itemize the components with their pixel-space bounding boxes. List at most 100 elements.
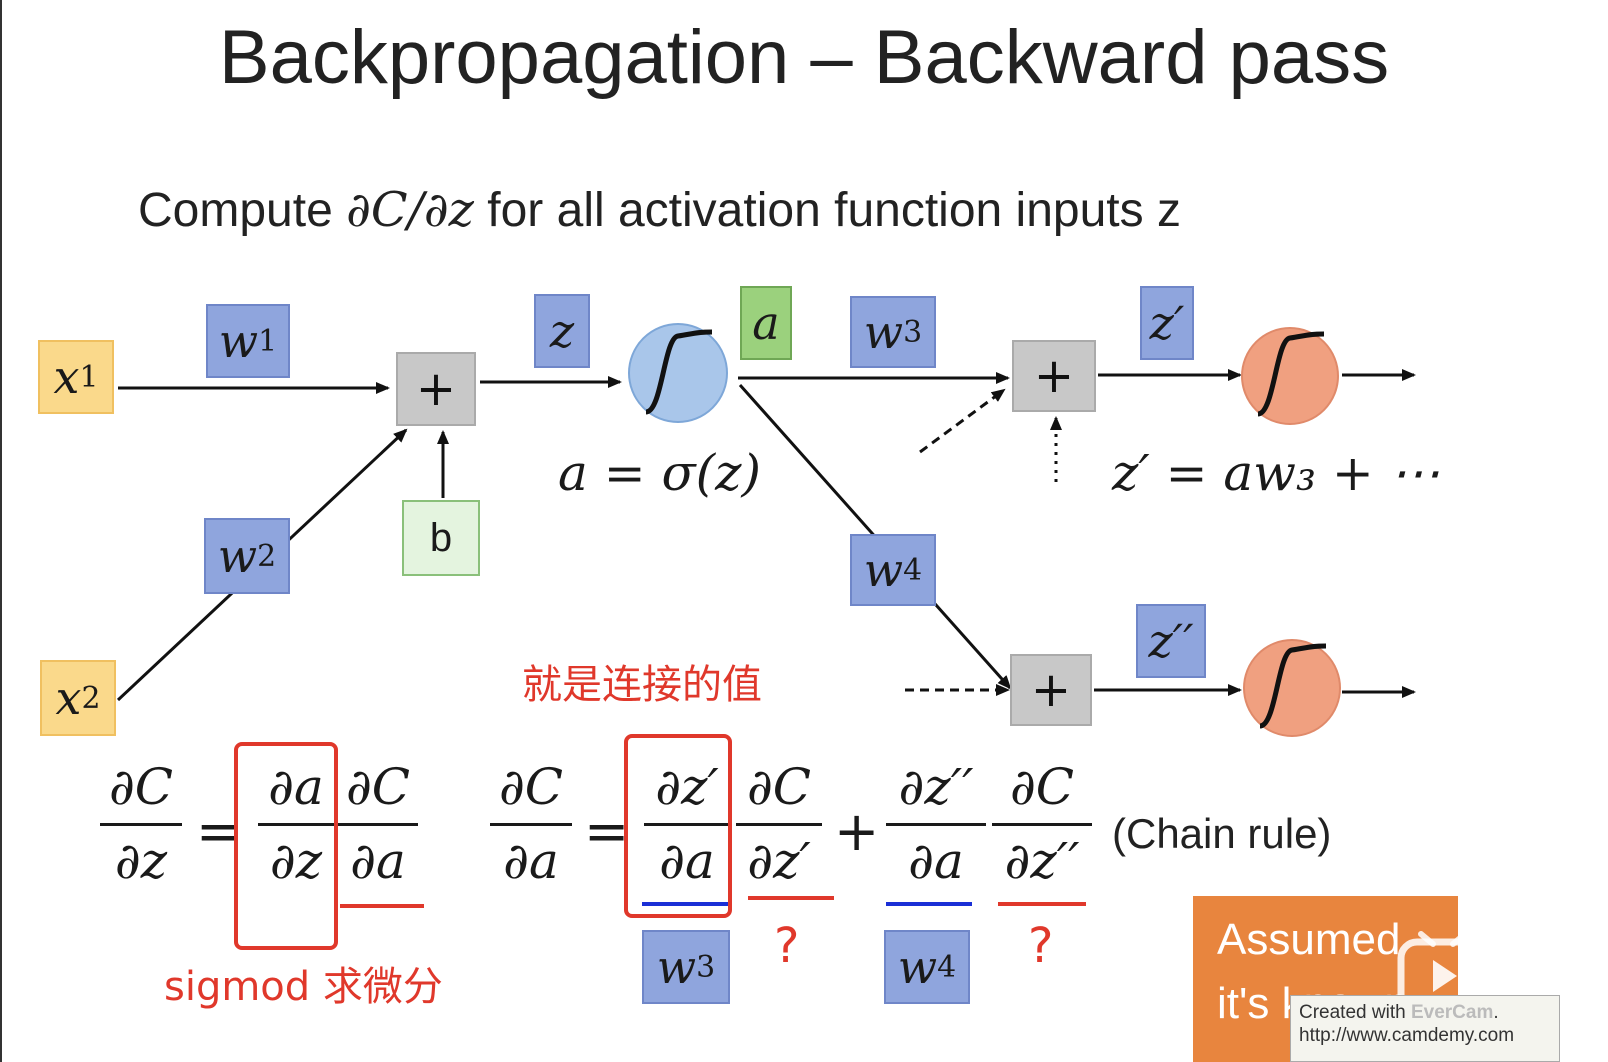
input-x2-base: x bbox=[55, 671, 82, 725]
sigmoid-neuron-1 bbox=[628, 323, 728, 423]
input-x1-sub: 1 bbox=[79, 359, 99, 395]
evercam-watermark: Created with EverCam. http://www.camdemy… bbox=[1290, 995, 1560, 1062]
sigmoid-curve-3 bbox=[1259, 643, 1327, 729]
weight-w3-base: w bbox=[863, 305, 904, 359]
weight-note: 就是连接的值 bbox=[522, 662, 762, 708]
annotation-w4-base: w bbox=[897, 940, 938, 994]
eq1-term2-num: ∂C bbox=[345, 758, 411, 816]
watermark-url: http://www.camdemy.com bbox=[1299, 1024, 1515, 1046]
label-a: a bbox=[740, 286, 792, 360]
sigmoid-curve-1 bbox=[645, 329, 713, 415]
weight-w1-base: w bbox=[218, 314, 259, 368]
label-z: z bbox=[534, 294, 590, 368]
sum-node-2: + bbox=[1012, 340, 1096, 412]
eq1-term2-bar bbox=[338, 823, 418, 826]
question-mark-2: ? bbox=[1028, 918, 1054, 974]
eq1-term1-den: ∂z bbox=[269, 832, 323, 890]
edge-dashed-plus2 bbox=[919, 388, 1006, 454]
eq2-term3: ∂z′′ ∂a bbox=[886, 760, 986, 889]
question-mark-1: ? bbox=[774, 918, 800, 974]
eq2-term4: ∂C ∂z′′ bbox=[992, 760, 1092, 889]
sum-node-3: + bbox=[1010, 654, 1092, 726]
underline-red-dz-dprime bbox=[998, 902, 1086, 906]
label-z-dprime: z′′ bbox=[1136, 604, 1206, 678]
eq1-lhs-den: ∂z bbox=[114, 832, 168, 890]
slide-edge bbox=[0, 0, 2, 1062]
eq2-lhs-num: ∂C bbox=[498, 758, 564, 816]
eq2-term1: ∂z′ ∂a bbox=[644, 760, 730, 889]
eq2-term2-num: ∂C bbox=[746, 758, 812, 816]
eq2-lhs: ∂C ∂a bbox=[490, 760, 572, 889]
annotation-w3-sub: 3 bbox=[696, 949, 716, 985]
eq2-term2-bar bbox=[736, 823, 822, 826]
sigmoid-neuron-2 bbox=[1241, 327, 1339, 425]
sigmoid-neuron-3 bbox=[1243, 639, 1341, 737]
weight-w1-sub: 1 bbox=[258, 323, 278, 359]
label-z-prime: z′ bbox=[1140, 286, 1194, 360]
eq1-term2: ∂C ∂a bbox=[338, 760, 418, 889]
subtitle-suffix: for all activation function inputs z bbox=[473, 184, 1181, 237]
eq1-term1: ∂a ∂z bbox=[258, 760, 334, 889]
bias-b: b bbox=[402, 500, 480, 576]
eq2-term1-den: ∂a bbox=[659, 832, 715, 890]
eq-a-sigma: a = σ(z) bbox=[558, 444, 761, 502]
eq1-term2-den: ∂a bbox=[350, 832, 406, 890]
sigmoid-note: sigmod 求微分 bbox=[164, 964, 443, 1010]
underline-dC-da bbox=[340, 904, 424, 908]
annotation-w3-base: w bbox=[656, 940, 697, 994]
subtitle-expr: ∂C/∂z bbox=[346, 182, 474, 238]
eq2-term3-den: ∂a bbox=[908, 832, 964, 890]
eq2-term2-den: ∂z′ bbox=[747, 832, 811, 890]
eq2-lhs-den: ∂a bbox=[503, 832, 559, 890]
underline-red-dz-prime bbox=[748, 896, 834, 900]
eq1-term1-num: ∂a bbox=[268, 758, 324, 816]
eq2-term3-bar bbox=[886, 823, 986, 826]
eq2-term4-num: ∂C bbox=[1009, 758, 1075, 816]
highlight-box-dz-da bbox=[624, 734, 732, 918]
input-x1-base: x bbox=[53, 350, 80, 404]
highlight-box-sigmoid-derivative bbox=[234, 742, 338, 950]
eq2-lhs-bar bbox=[490, 823, 572, 826]
eq2-term4-den: ∂z′′ bbox=[1004, 832, 1080, 890]
weight-w2-sub: 2 bbox=[257, 538, 277, 574]
underline-blue-w3 bbox=[642, 902, 728, 906]
eq1-lhs-num: ∂C bbox=[108, 758, 174, 816]
weight-w2-base: w bbox=[217, 529, 258, 583]
eq2-equals: = bbox=[584, 800, 630, 863]
eq1-term1-bar bbox=[258, 823, 334, 826]
eq2-term3-num: ∂z′′ bbox=[898, 758, 974, 816]
sum-node-1: + bbox=[396, 352, 476, 426]
eq2-plus: + bbox=[834, 800, 880, 863]
weight-w4-base: w bbox=[863, 543, 904, 597]
eq2-term1-num: ∂z′ bbox=[655, 758, 719, 816]
watermark-brand: EverCam bbox=[1410, 1002, 1494, 1023]
sigmoid-curve-2 bbox=[1257, 331, 1325, 417]
subtitle: Compute ∂C/∂z for all activation functio… bbox=[138, 182, 1181, 238]
eq1-lhs: ∂C ∂z bbox=[100, 760, 182, 889]
watermark-prefix: Created with bbox=[1299, 1002, 1411, 1023]
slide-title: Backpropagation – Backward pass bbox=[218, 15, 1390, 100]
eq2-term1-bar bbox=[644, 823, 730, 826]
watermark-line1: Created with EverCam. bbox=[1299, 1002, 1551, 1025]
eq1-lhs-bar bbox=[100, 823, 182, 826]
eq2-term2: ∂C ∂z′ bbox=[736, 760, 822, 889]
eq1-equals: = bbox=[196, 800, 242, 863]
annotation-w4-sub: 4 bbox=[937, 949, 957, 985]
subtitle-prefix: Compute bbox=[138, 184, 347, 237]
chain-rule-label: (Chain rule) bbox=[1112, 810, 1332, 857]
underline-blue-w4 bbox=[886, 902, 972, 906]
eq-z-prime: z′ = aw₃ + ⋯ bbox=[1112, 444, 1440, 502]
weight-w3-sub: 3 bbox=[903, 314, 923, 350]
watermark-suffix: . bbox=[1493, 1002, 1499, 1023]
input-x2-sub: 2 bbox=[81, 680, 101, 716]
callout-line1: Assumed bbox=[1217, 915, 1401, 964]
weight-w4-sub: 4 bbox=[903, 552, 923, 588]
